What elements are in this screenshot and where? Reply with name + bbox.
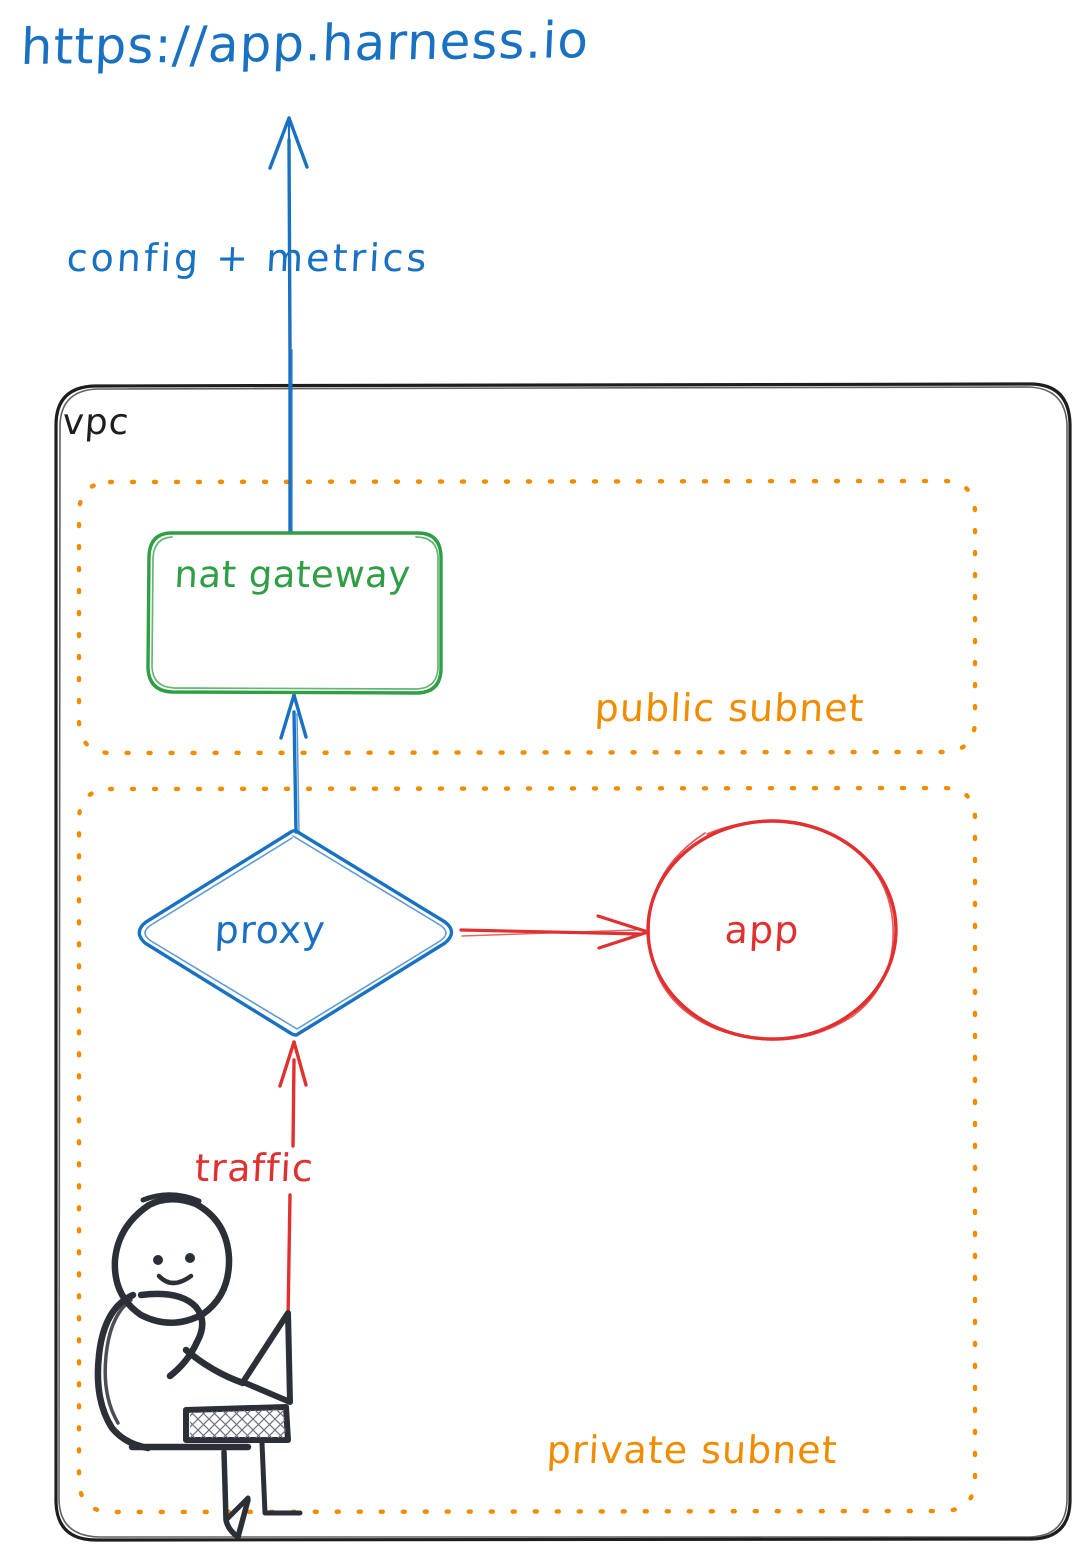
- proxy-shape[interactable]: [137, 828, 454, 1037]
- app-shape[interactable]: [646, 819, 898, 1041]
- nat-gateway-shape[interactable]: [146, 531, 443, 695]
- private-subnet-boundary: [76, 785, 978, 1515]
- edge-proxy-to-app: [459, 914, 650, 950]
- edge-user-to-proxy: [278, 1040, 308, 1322]
- laptop-base-hatch: [190, 1409, 286, 1438]
- public-subnet-boundary: [76, 478, 978, 756]
- edge-proxy-to-nat: [279, 693, 308, 834]
- user-person-with-laptop-icon: [94, 1192, 252, 1540]
- vpc-boundary: [54, 382, 1072, 1542]
- edge-nat-to-internet: [268, 116, 309, 534]
